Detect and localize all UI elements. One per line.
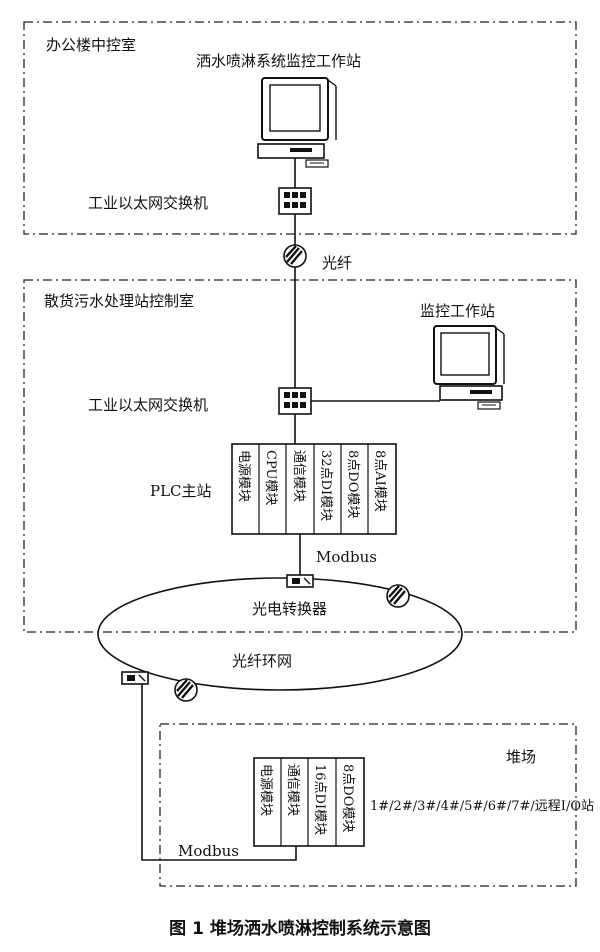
computer-icon: [433, 325, 505, 410]
fiber-ring: [97, 577, 463, 691]
plc-module-ai: 8点AI模块: [372, 450, 387, 512]
plc-rack: 电源模块 CPU模块 通信模块 32点DI模块 8点DO模块 8点AI模块: [231, 443, 397, 535]
plc-module-comm: 通信模块: [291, 450, 306, 502]
io-module-power: 电源模块: [258, 764, 273, 816]
fiber-top-icon: [283, 244, 307, 268]
switch-mid-icon: [278, 387, 312, 415]
switch-top-icon: [278, 187, 312, 215]
converter-bottom-icon: [121, 671, 149, 685]
station-region-box: [23, 279, 577, 633]
fiber-ring-right-icon: [386, 584, 410, 608]
yard-region-label: 堆场: [506, 748, 536, 766]
office-region-label: 办公楼中控室: [46, 36, 136, 54]
switch-top-label: 工业以太网交换机: [88, 194, 208, 212]
switch-mid-label: 工业以太网交换机: [88, 396, 208, 414]
station-region-label: 散货污水处理站控制室: [44, 292, 194, 310]
fiber-ring-label: 光纤环网: [232, 652, 292, 670]
io-rack: 电源模块 通信模块 16点DI模块 8点DO模块: [253, 757, 365, 847]
plc-master-label: PLC主站: [150, 482, 212, 500]
fiber-ring-bottom-icon: [174, 678, 198, 702]
plc-module-do: 8点DO模块: [345, 450, 360, 518]
converter-label: 光电转换器: [252, 600, 327, 618]
io-module-do: 8点DO模块: [340, 764, 355, 832]
fiber-label: 光纤: [322, 254, 352, 272]
modbus-bottom-label: Modbus: [178, 842, 239, 860]
office-region-box: [23, 21, 577, 235]
remote-io-label: 1#/2#/3#/4#/5#/6#/7#/远程I/O站: [370, 799, 594, 814]
io-module-comm: 通信模块: [285, 764, 300, 816]
io-module-di: 16点DI模块: [312, 764, 327, 835]
workstation-mid-label: 监控工作站: [420, 302, 495, 320]
modbus-bottom-link: [141, 684, 297, 861]
modbus-top-label: Modbus: [316, 548, 377, 566]
computer-icon: [257, 77, 337, 168]
converter-top-icon: [286, 574, 314, 588]
workstation-top-label: 洒水喷淋系统监控工作站: [196, 52, 361, 70]
plc-module-cpu: CPU模块: [263, 450, 278, 505]
figure-caption: 图 1 堆场洒水喷淋控制系统示意图: [169, 918, 431, 939]
plc-module-power: 电源模块: [236, 450, 251, 502]
yard-region-box: [159, 723, 577, 887]
plc-module-di: 32点DI模块: [318, 450, 333, 521]
